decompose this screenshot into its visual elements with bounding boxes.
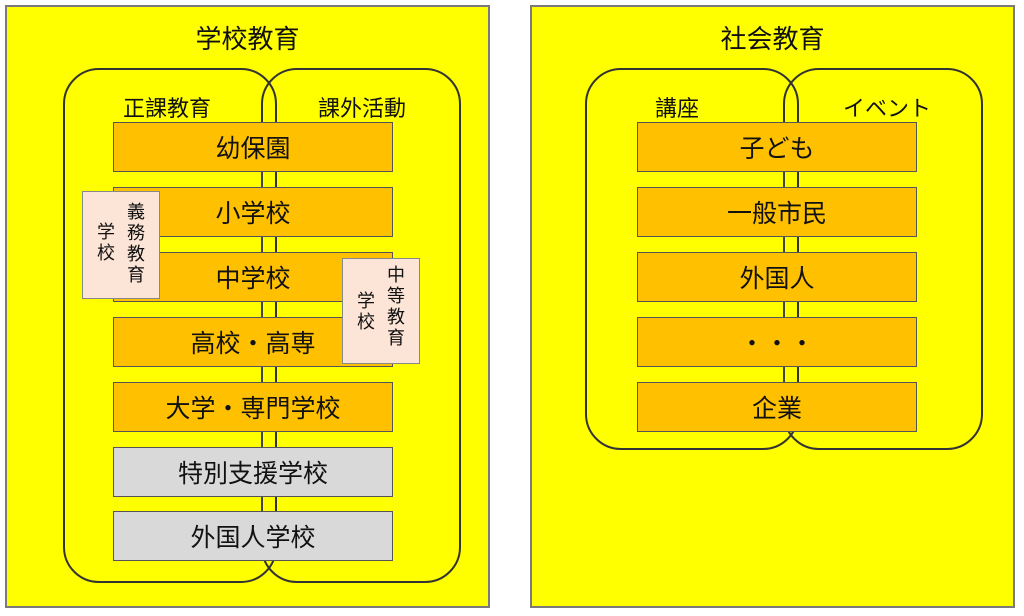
extracurricular-label: 課外活動 (317, 97, 406, 122)
level-box-university: 大学・専門学校 (113, 382, 393, 432)
note-char: 中 (387, 265, 405, 286)
social-education-title: 社会教育 (720, 25, 825, 55)
target-box-children: 子ども (637, 122, 917, 172)
target-box-foreigners: 外国人 (637, 252, 917, 302)
note-char: 義 (127, 202, 145, 223)
connector-line (783, 170, 785, 188)
compulsory-education-school-note: 義務教育 学校 (82, 191, 160, 299)
note-char: 校 (357, 312, 375, 333)
course-label: 講座 (654, 97, 699, 122)
note-char: 学 (357, 291, 375, 312)
formal-education-label: 正課教育 (122, 97, 211, 122)
note-char: 教 (127, 244, 145, 265)
secondary-education-school-note: 中等教育 学校 (342, 258, 420, 364)
connector-line (783, 300, 785, 318)
note-char: 務 (127, 223, 145, 244)
note-char: 育 (387, 328, 405, 349)
connector-line (261, 431, 263, 449)
connector-line (783, 236, 785, 254)
note-char: 学 (97, 222, 115, 243)
school-education-panel: 学校教育 正課教育 課外活動 幼保園 小学校 中学校 高校・高専 大学・専門学校… (5, 5, 490, 608)
level-box-special-support: 特別支援学校 (113, 447, 393, 497)
connector-line (783, 365, 785, 383)
target-box-ellipsis: ・・・ (637, 317, 917, 367)
note-char: 等 (387, 286, 405, 307)
connector-line (261, 236, 263, 254)
note-column: 義務教育 (127, 202, 145, 286)
target-box-companies: 企業 (637, 382, 917, 432)
note-char: 校 (97, 243, 115, 264)
note-char: 教 (387, 307, 405, 328)
level-box-foreign-school: 外国人学校 (113, 511, 393, 561)
connector-line (261, 495, 263, 513)
note-char: 育 (127, 265, 145, 286)
target-box-general-public: 一般市民 (637, 187, 917, 237)
connector-line (261, 170, 263, 188)
note-column: 学校 (97, 222, 115, 264)
event-label: イベント (842, 97, 931, 122)
connector-line (261, 365, 263, 383)
social-education-panel: 社会教育 講座 イベント 子ども 一般市民 外国人 ・・・ 企業 (530, 5, 1015, 608)
connector-line (261, 300, 263, 318)
note-column: 学校 (357, 291, 375, 333)
level-box-nursery: 幼保園 (113, 122, 393, 172)
school-education-title: 学校教育 (195, 25, 300, 55)
note-column: 中等教育 (387, 265, 405, 349)
